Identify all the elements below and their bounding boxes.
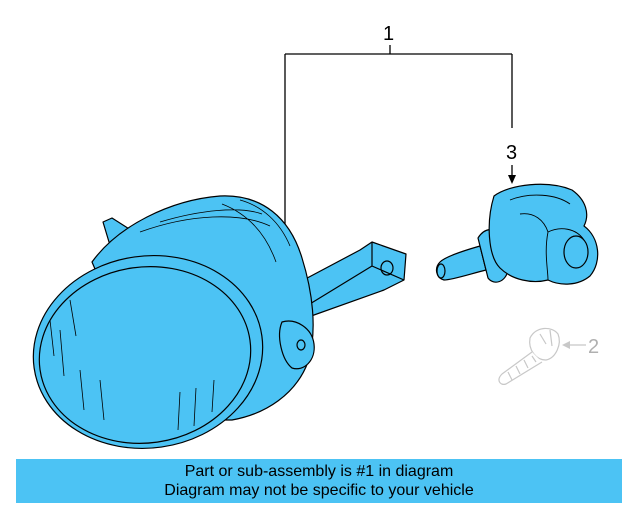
callout-3[interactable]: 3: [506, 142, 517, 184]
mounting-screw[interactable]: 2: [498, 327, 599, 385]
lens-flutes: [49, 299, 215, 431]
lamp-lens-rim: [38, 266, 252, 444]
callout-2-label: 2: [588, 336, 599, 358]
housing-ribs: [139, 199, 291, 263]
bulb-connector: [563, 235, 589, 269]
lamp-lens: [32, 254, 264, 450]
fog-lamp-assembly[interactable]: [21, 195, 407, 455]
callout-1[interactable]: 1: [281, 23, 513, 248]
callout-1-leader: [284, 45, 513, 244]
callout-3-label: 3: [506, 142, 517, 164]
halogen-bulb[interactable]: [435, 183, 599, 285]
callout-2-arrowhead: [562, 341, 570, 349]
banner-line-1: Part or sub-assembly is #1 in diagram: [184, 463, 454, 480]
screw-icon: [498, 327, 560, 385]
info-banner: Part or sub-assembly is #1 in diagram Di…: [16, 459, 622, 503]
side-boss-hole: [296, 339, 306, 351]
bulb-base: [488, 183, 599, 285]
callout-3-arrowhead: [508, 175, 516, 184]
bulb-tip: [436, 263, 446, 279]
callout-1-label: 1: [383, 23, 394, 45]
parts-diagram: 1 3: [21, 23, 599, 455]
bulb-base-detail: [509, 194, 585, 281]
banner-line-2: Diagram may not be specific to your vehi…: [164, 482, 474, 499]
